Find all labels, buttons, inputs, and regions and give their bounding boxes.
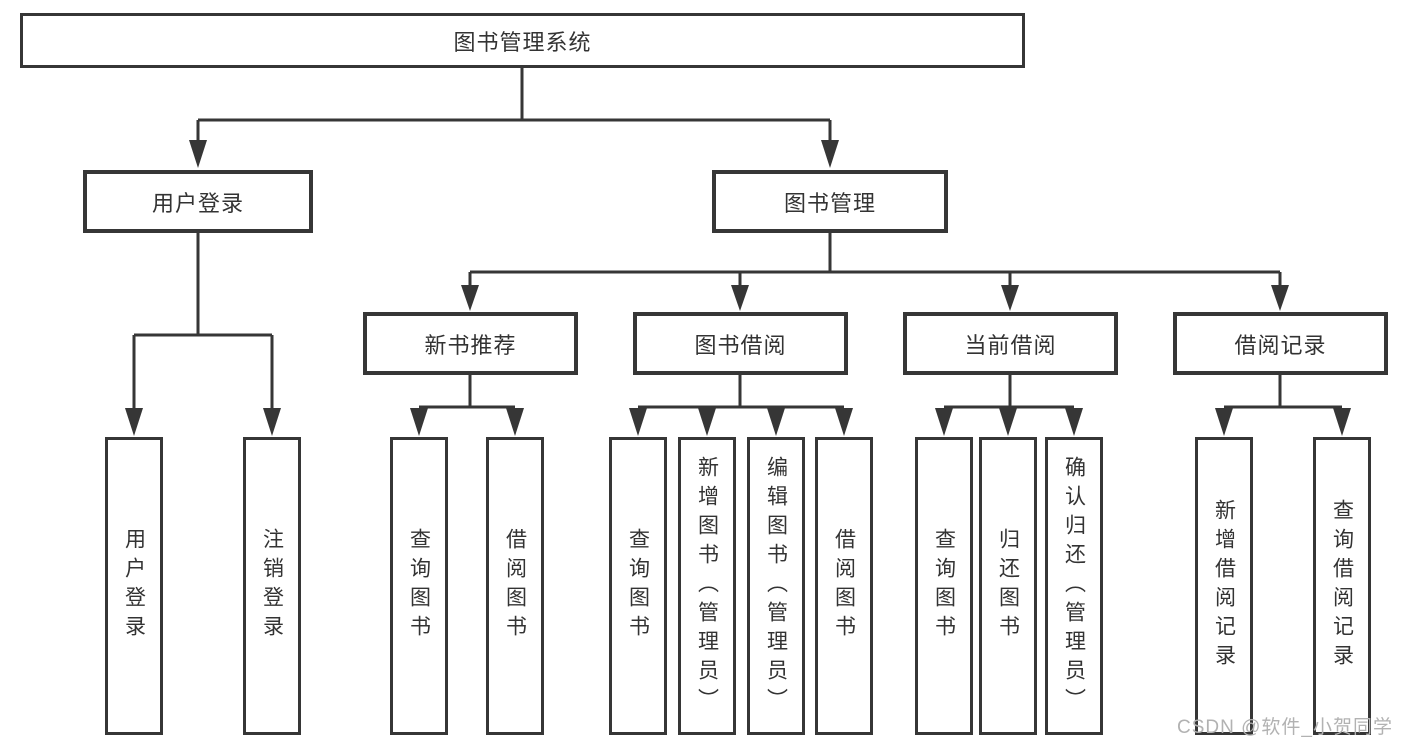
arrowheads — [125, 140, 1351, 436]
node-user-login-label: 用户登录 — [151, 190, 244, 216]
node-book-mgmt-label: 图书管理 — [783, 190, 876, 216]
node-nb-borrow-label: 借阅图书 — [503, 528, 527, 644]
node-cb-return: 归还图书 — [979, 437, 1037, 735]
node-bb-edit-label: 编辑图书（管理员） — [764, 455, 788, 717]
arrow-book-mgmt — [821, 140, 839, 168]
arrow-bb-add — [698, 408, 716, 436]
arrow-user-login — [189, 140, 207, 168]
arrow-book-borrow — [731, 285, 749, 311]
arrow-cb-query — [935, 408, 953, 436]
node-current-borrow-label: 当前借阅 — [964, 332, 1057, 358]
node-ul-logout: 注销登录 — [243, 437, 301, 735]
node-root: 图书管理系统 — [20, 13, 1025, 68]
node-root-label: 图书管理系统 — [453, 29, 592, 55]
node-cb-confirm: 确认归还（管理员） — [1045, 437, 1103, 735]
node-cb-return-label: 归还图书 — [996, 528, 1020, 644]
arrow-nb-query — [410, 408, 428, 436]
node-nb-query: 查询图书 — [390, 437, 448, 735]
arrow-borrow-records — [1271, 285, 1289, 311]
node-ul-logout-label: 注销登录 — [260, 528, 284, 644]
node-borrow-records-label: 借阅记录 — [1234, 332, 1327, 358]
node-bb-edit: 编辑图书（管理员） — [747, 437, 805, 735]
node-bb-add-label: 新增图书（管理员） — [695, 455, 719, 717]
node-user-login: 用户登录 — [83, 170, 313, 233]
node-book-borrow: 图书借阅 — [633, 312, 848, 375]
arrow-ul-user-login — [125, 408, 143, 436]
node-nb-borrow: 借阅图书 — [486, 437, 544, 735]
node-bb-add: 新增图书（管理员） — [678, 437, 736, 735]
node-current-borrow: 当前借阅 — [903, 312, 1118, 375]
node-ul-user-login: 用户登录 — [105, 437, 163, 735]
node-new-book-rec: 新书推荐 — [363, 312, 578, 375]
node-ul-user-login-label: 用户登录 — [122, 528, 146, 644]
arrow-current-borrow — [1001, 285, 1019, 311]
node-cb-query-label: 查询图书 — [932, 528, 956, 644]
node-br-add-label: 新增借阅记录 — [1212, 499, 1236, 673]
node-borrow-records: 借阅记录 — [1173, 312, 1388, 375]
node-br-query-label: 查询借阅记录 — [1330, 499, 1354, 673]
node-cb-confirm-label: 确认归还（管理员） — [1062, 455, 1086, 717]
node-book-mgmt: 图书管理 — [712, 170, 948, 233]
arrow-br-query — [1333, 408, 1351, 436]
node-br-add: 新增借阅记录 — [1195, 437, 1253, 735]
arrow-bb-query — [629, 408, 647, 436]
node-bb-borrow-label: 借阅图书 — [832, 528, 856, 644]
node-book-borrow-label: 图书借阅 — [694, 332, 787, 358]
arrow-bb-borrow — [835, 408, 853, 436]
node-nb-query-label: 查询图书 — [407, 528, 431, 644]
arrow-new-book-rec — [461, 285, 479, 311]
node-new-book-rec-label: 新书推荐 — [424, 332, 517, 358]
arrow-ul-logout — [263, 408, 281, 436]
arrow-cb-return — [999, 408, 1017, 436]
node-bb-query-label: 查询图书 — [626, 528, 650, 644]
arrow-bb-edit — [767, 408, 785, 436]
arrow-br-add — [1215, 408, 1233, 436]
node-bb-query: 查询图书 — [609, 437, 667, 735]
watermark-text: CSDN @软件_小贺同学 — [1177, 717, 1393, 738]
node-bb-borrow: 借阅图书 — [815, 437, 873, 735]
node-cb-query: 查询图书 — [915, 437, 973, 735]
arrow-nb-borrow — [506, 408, 524, 436]
node-br-query: 查询借阅记录 — [1313, 437, 1371, 735]
arrow-cb-confirm — [1065, 408, 1083, 436]
